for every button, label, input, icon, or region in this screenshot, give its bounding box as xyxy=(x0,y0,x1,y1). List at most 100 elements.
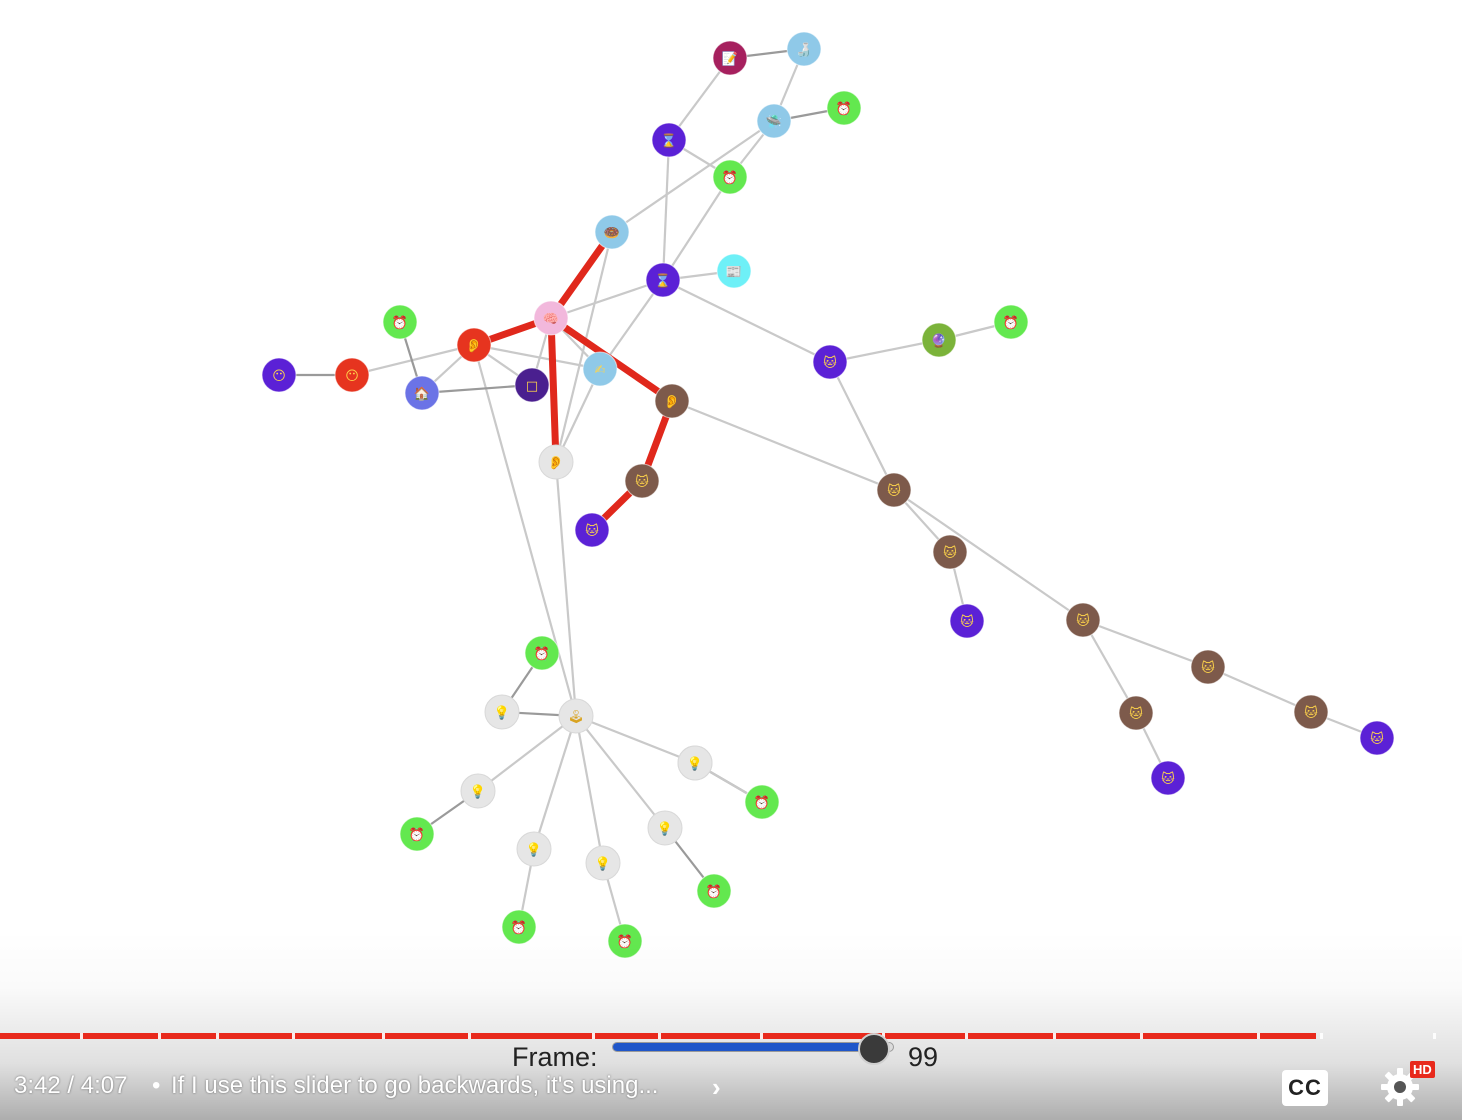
graph-edge xyxy=(532,715,578,850)
graph-node-ear[interactable]: 👂 xyxy=(538,444,574,480)
graph-node-alarm-clock[interactable]: ⏰ xyxy=(501,909,537,945)
graph-node-cat[interactable]: 🐱 xyxy=(812,344,848,380)
node-circle xyxy=(921,322,957,358)
chapter-marker xyxy=(157,1033,161,1039)
graph-node-alarm-clock[interactable]: ⏰ xyxy=(712,159,748,195)
graph-node-face[interactable]: 😶 xyxy=(334,357,370,393)
lightbulb-icon: 💡 xyxy=(687,756,703,772)
node-circle xyxy=(756,103,792,139)
graph-node-cat[interactable]: 🐱 xyxy=(624,463,660,499)
node-circle xyxy=(1190,649,1226,685)
graph-node-crystal-ball[interactable]: 🔮 xyxy=(921,322,957,358)
chapter-marker xyxy=(381,1033,385,1039)
graph-node-donut[interactable]: 🍩 xyxy=(594,214,630,250)
graph-node-bottle[interactable]: 🍶 xyxy=(786,31,822,67)
graph-edge xyxy=(1207,665,1312,714)
node-circle xyxy=(558,698,594,734)
node-circle xyxy=(585,845,621,881)
chapter-marker xyxy=(467,1033,471,1039)
frame-slider-thumb[interactable] xyxy=(858,1033,890,1065)
node-circle xyxy=(651,122,687,158)
graph-edge xyxy=(1082,618,1209,669)
bottle-icon: 🍶 xyxy=(796,42,812,58)
graph-node-ear[interactable]: 👂 xyxy=(654,383,690,419)
chapter-marker xyxy=(657,1033,661,1039)
cat-icon: 🐱 xyxy=(960,614,974,630)
graph-node-joystick[interactable]: 🕹 xyxy=(558,698,594,734)
alarm-clock-icon: ⏰ xyxy=(836,100,852,117)
graph-node-notepad[interactable]: 📝 xyxy=(712,40,748,76)
frame-slider-track[interactable] xyxy=(612,1042,894,1052)
node-circle xyxy=(624,463,660,499)
graph-edge xyxy=(554,461,578,717)
graph-node-lightbulb[interactable]: 💡 xyxy=(484,694,520,730)
graph-node-cat[interactable]: 🐱 xyxy=(932,534,968,570)
graph-node-lightbulb[interactable]: 💡 xyxy=(585,845,621,881)
graph-node-alarm-clock[interactable]: ⏰ xyxy=(382,304,418,340)
graph-node-lightbulb[interactable]: 💡 xyxy=(516,831,552,867)
graph-node-ear[interactable]: 👂 xyxy=(456,327,492,363)
graph-node-alarm-clock[interactable]: ⏰ xyxy=(744,784,780,820)
graph-node-writing-hand[interactable]: ✍ xyxy=(582,351,618,387)
node-circle xyxy=(786,31,822,67)
graph-node-cat[interactable]: 🐱 xyxy=(1359,720,1395,756)
alarm-clock-icon: ⏰ xyxy=(534,645,550,662)
graph-node-cat[interactable]: 🐱 xyxy=(1293,694,1329,730)
graph-node-lightbulb[interactable]: 💡 xyxy=(677,745,713,781)
node-circle xyxy=(399,816,435,852)
graph-node-house[interactable]: 🏠 xyxy=(404,375,440,411)
graph-edge xyxy=(473,343,601,371)
node-circle xyxy=(826,90,862,126)
graph-node-white-square[interactable]: □ xyxy=(514,367,550,403)
graph-node-alarm-clock[interactable]: ⏰ xyxy=(607,923,643,959)
frame-value: 99 xyxy=(908,1042,939,1072)
graph-node-hourglass[interactable]: ⌛ xyxy=(645,262,681,298)
graph-node-hourglass[interactable]: ⌛ xyxy=(651,122,687,158)
graph-node-brain[interactable]: 🧠 xyxy=(533,300,569,336)
graph-edge xyxy=(575,715,666,829)
graph-node-newspaper[interactable]: 📰 xyxy=(716,253,752,289)
graph-edge xyxy=(421,383,533,395)
captions-button[interactable]: CC xyxy=(1282,1070,1328,1106)
graph-node-cat[interactable]: 🐱 xyxy=(574,512,610,548)
cat-icon: 🐱 xyxy=(585,523,599,539)
chapter-title-button[interactable]: If I use this slider to go backwards, it… xyxy=(171,1072,659,1099)
graph-node-cat[interactable]: 🐱 xyxy=(1150,760,1186,796)
chevron-right-icon[interactable]: › xyxy=(712,1072,721,1102)
chapter-marker xyxy=(964,1033,968,1039)
graph-node-alarm-clock[interactable]: ⏰ xyxy=(993,304,1029,340)
graph-node-cat[interactable]: 🐱 xyxy=(1065,602,1101,638)
graph-node-face[interactable]: 😶 xyxy=(261,357,297,393)
graph-node-alarm-clock[interactable]: ⏰ xyxy=(524,635,560,671)
alarm-clock-icon: ⏰ xyxy=(409,826,425,843)
chapter-marker xyxy=(1432,1033,1436,1039)
graph-node-cat[interactable]: 🐱 xyxy=(1118,695,1154,731)
node-circle xyxy=(744,784,780,820)
graph-edge xyxy=(554,231,614,463)
lightbulb-icon: 💡 xyxy=(526,842,542,858)
graph-edge xyxy=(893,489,1084,621)
chapter-marker xyxy=(592,1033,596,1039)
cat-icon: 🐱 xyxy=(1076,613,1090,629)
graph-node-cat[interactable]: 🐱 xyxy=(1190,649,1226,685)
graph-node-cat[interactable]: 🐱 xyxy=(876,472,912,508)
graph-node-cat[interactable]: 🐱 xyxy=(949,603,985,639)
chapter-marker xyxy=(1052,1033,1056,1039)
node-circle xyxy=(334,357,370,393)
graph-node-lightbulb[interactable]: 💡 xyxy=(647,810,683,846)
notepad-icon: 📝 xyxy=(722,51,738,67)
graph-node-ufo[interactable]: 🛸 xyxy=(756,103,792,139)
node-circle xyxy=(501,909,537,945)
node-circle xyxy=(696,873,732,909)
node-circle xyxy=(524,635,560,671)
lightbulb-icon: 💡 xyxy=(494,705,510,721)
video-progress-bar[interactable] xyxy=(0,1033,1462,1039)
graph-edge xyxy=(829,361,895,491)
graph-node-alarm-clock[interactable]: ⏰ xyxy=(696,873,732,909)
graph-node-lightbulb[interactable]: 💡 xyxy=(460,773,496,809)
hourglass-icon: ⌛ xyxy=(661,133,677,149)
graph-node-alarm-clock[interactable]: ⏰ xyxy=(399,816,435,852)
time-display: 3:42 / 4:07 xyxy=(14,1072,128,1099)
graph-node-alarm-clock[interactable]: ⏰ xyxy=(826,90,862,126)
cat-icon: 🐱 xyxy=(1201,660,1215,676)
